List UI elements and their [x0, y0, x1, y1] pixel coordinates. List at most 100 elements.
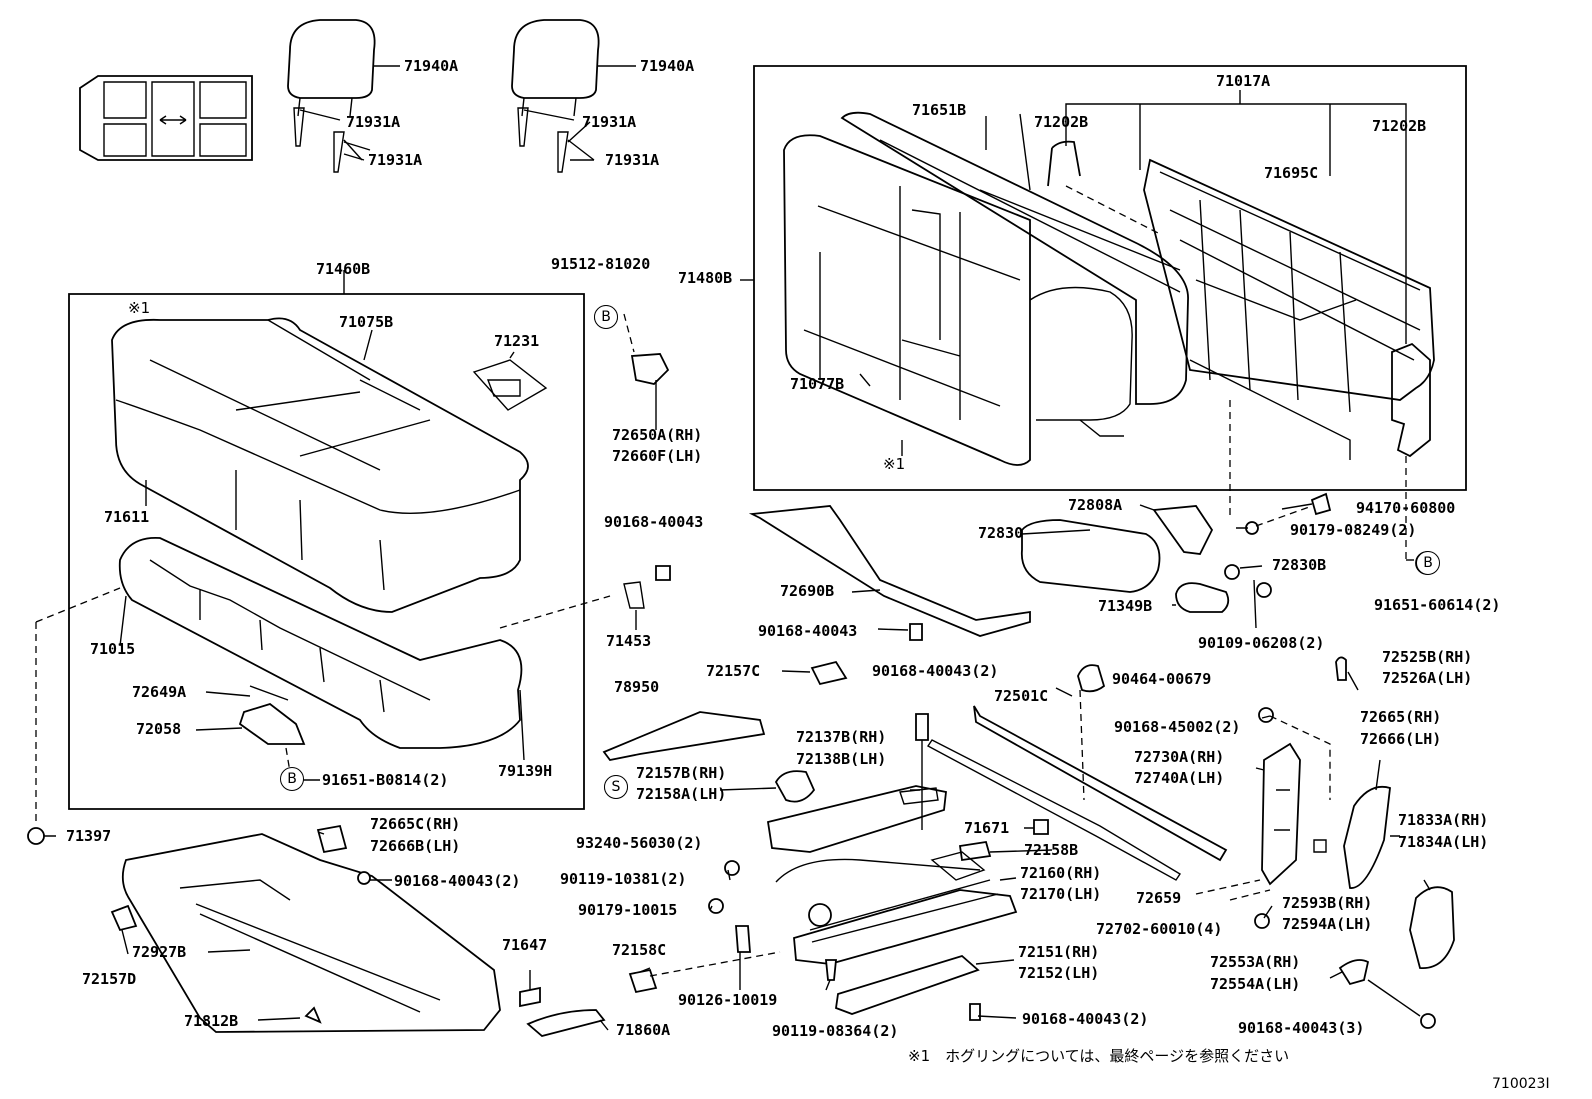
bracket-72730a [1262, 744, 1300, 884]
clip-72665c [318, 826, 346, 852]
cap-72525b [1336, 657, 1346, 680]
marker-b-2: B [280, 767, 304, 791]
cap-72158c [630, 970, 656, 992]
part-label-90119-08364: 90119-08364(2) [772, 1022, 899, 1040]
seat-track [776, 842, 1016, 1014]
seat-back-frame [1144, 160, 1434, 460]
part-label-90168-40043-c: 90168-40043(2) [872, 662, 999, 680]
part-label-71015: 71015 [90, 640, 136, 658]
part-label-71940a-left: 71940A [404, 57, 459, 75]
part-label-72554a: 72554A(LH) [1210, 975, 1301, 993]
bolt-90126 [736, 926, 750, 952]
side-cover-72927b [123, 834, 500, 1032]
note-marker-1a: ※1 [883, 455, 906, 473]
cap-71349b [1176, 583, 1228, 612]
part-label-72158a: 72158A(LH) [636, 785, 727, 803]
cover-71860a [528, 1010, 604, 1036]
part-label-90126-10019: 90126-10019 [678, 991, 778, 1009]
part-label-72160: 72160(RH) [1020, 864, 1102, 882]
note-marker-1b: ※1 [128, 299, 151, 317]
part-label-71077b: 71077B [790, 375, 845, 393]
part-label-71940a-right: 71940A [640, 57, 695, 75]
bracket-71202b-left [1048, 142, 1080, 186]
part-label-90179-08249: 90179-08249(2) [1290, 521, 1417, 539]
part-label-71075b: 71075B [339, 313, 394, 331]
seat-layout-icon [80, 76, 252, 160]
part-label-71202b-left: 71202B [1034, 113, 1089, 131]
part-label-72152: 72152(LH) [1018, 964, 1100, 982]
part-label-90168-45002: 90168-45002(2) [1114, 718, 1241, 736]
part-label-72151: 72151(RH) [1018, 943, 1100, 961]
part-label-93240-56030: 93240-56030(2) [576, 834, 703, 852]
part-label-71695c: 71695C [1264, 164, 1319, 182]
part-label-79139h: 79139H [498, 762, 553, 780]
bracket-72553a [1340, 960, 1368, 984]
part-label-72830b: 72830B [1272, 556, 1327, 574]
marker-b-3: B [1416, 551, 1440, 575]
block-72158b [960, 842, 990, 860]
part-label-90179-10015: 90179-10015 [578, 901, 678, 919]
wire-72659 [928, 740, 1180, 880]
headrest-right [512, 20, 636, 172]
part-label-71931a-1: 71931A [346, 113, 401, 131]
part-label-71397: 71397 [66, 827, 112, 845]
marker-b-1: B [594, 305, 618, 329]
cover-71833a [1410, 887, 1454, 968]
part-label-72740a: 72740A(LH) [1134, 769, 1225, 787]
part-label-71647: 71647 [502, 936, 548, 954]
part-label-72157c: 72157C [706, 662, 761, 680]
part-label-90119-10381: 90119-10381(2) [560, 870, 687, 888]
part-label-72501c: 72501C [994, 687, 1049, 705]
part-label-71349b: 71349B [1098, 597, 1153, 615]
handle-72137b [768, 786, 946, 852]
part-label-91651-60614: 91651-60614(2) [1374, 596, 1501, 614]
cover-72665 [1344, 787, 1390, 888]
cover-72157c [812, 662, 846, 684]
block-71671 [1034, 820, 1048, 834]
part-label-72649a: 72649A [132, 683, 187, 701]
part-label-72158b: 72158B [1024, 841, 1079, 859]
part-label-71611: 71611 [104, 508, 150, 526]
bracket-72058 [240, 704, 304, 744]
frame-78950 [604, 712, 764, 760]
part-label-72830: 72830 [978, 524, 1024, 542]
part-label-90464-00679: 90464-00679 [1112, 670, 1212, 688]
part-label-72593b: 72593B(RH) [1282, 894, 1373, 912]
seat-cushion-frame [120, 538, 522, 748]
part-label-91512-81020: 91512-81020 [551, 255, 651, 273]
part-label-72138b: 72138B(LH) [796, 750, 887, 768]
seat-back-cover [784, 113, 1188, 465]
part-label-71931a-2: 71931A [368, 151, 423, 169]
lever-knob-72157b [776, 771, 814, 802]
bracket-71202b-right [1392, 344, 1430, 456]
latch-72650a [632, 354, 668, 384]
seat-cushion-group-box [69, 294, 584, 809]
part-label-91651-b0814: 91651-B0814(2) [322, 771, 449, 789]
part-label-71202b-right: 71202B [1372, 117, 1427, 135]
part-label-72526a: 72526A(LH) [1382, 669, 1473, 687]
part-label-72170: 72170(LH) [1020, 885, 1102, 903]
part-label-90168-40043-b: 90168-40043 [758, 622, 858, 640]
part-label-72702-60010: 72702-60010(4) [1096, 920, 1223, 938]
part-label-71833a: 71833A(RH) [1398, 811, 1489, 829]
part-label-72650a: 72650A(RH) [612, 426, 703, 444]
leader-lines [44, 114, 1430, 1030]
part-label-71480b: 71480B [678, 269, 733, 287]
bolt-90168-a [656, 566, 670, 580]
part-label-72158c: 72158C [612, 941, 667, 959]
part-label-72594a: 72594A(LH) [1282, 915, 1373, 933]
part-label-78950: 78950 [614, 678, 660, 696]
clip-71397 [28, 828, 44, 844]
rod-72690b [752, 506, 1030, 636]
part-label-90168-40043-d: 90168-40043(2) [394, 872, 521, 890]
part-label-94170-60800: 94170-60800 [1356, 499, 1456, 517]
part-label-72660f: 72660F(LH) [612, 447, 703, 465]
part-label-72665: 72665(RH) [1360, 708, 1442, 726]
part-label-90168-40043-e: 90168-40043(2) [1022, 1010, 1149, 1028]
seat-cushion [112, 318, 528, 612]
spacer-71647 [520, 988, 540, 1006]
part-label-71671: 71671 [964, 819, 1010, 837]
part-label-72553a: 72553A(RH) [1210, 953, 1301, 971]
clip-71231 [474, 360, 546, 410]
